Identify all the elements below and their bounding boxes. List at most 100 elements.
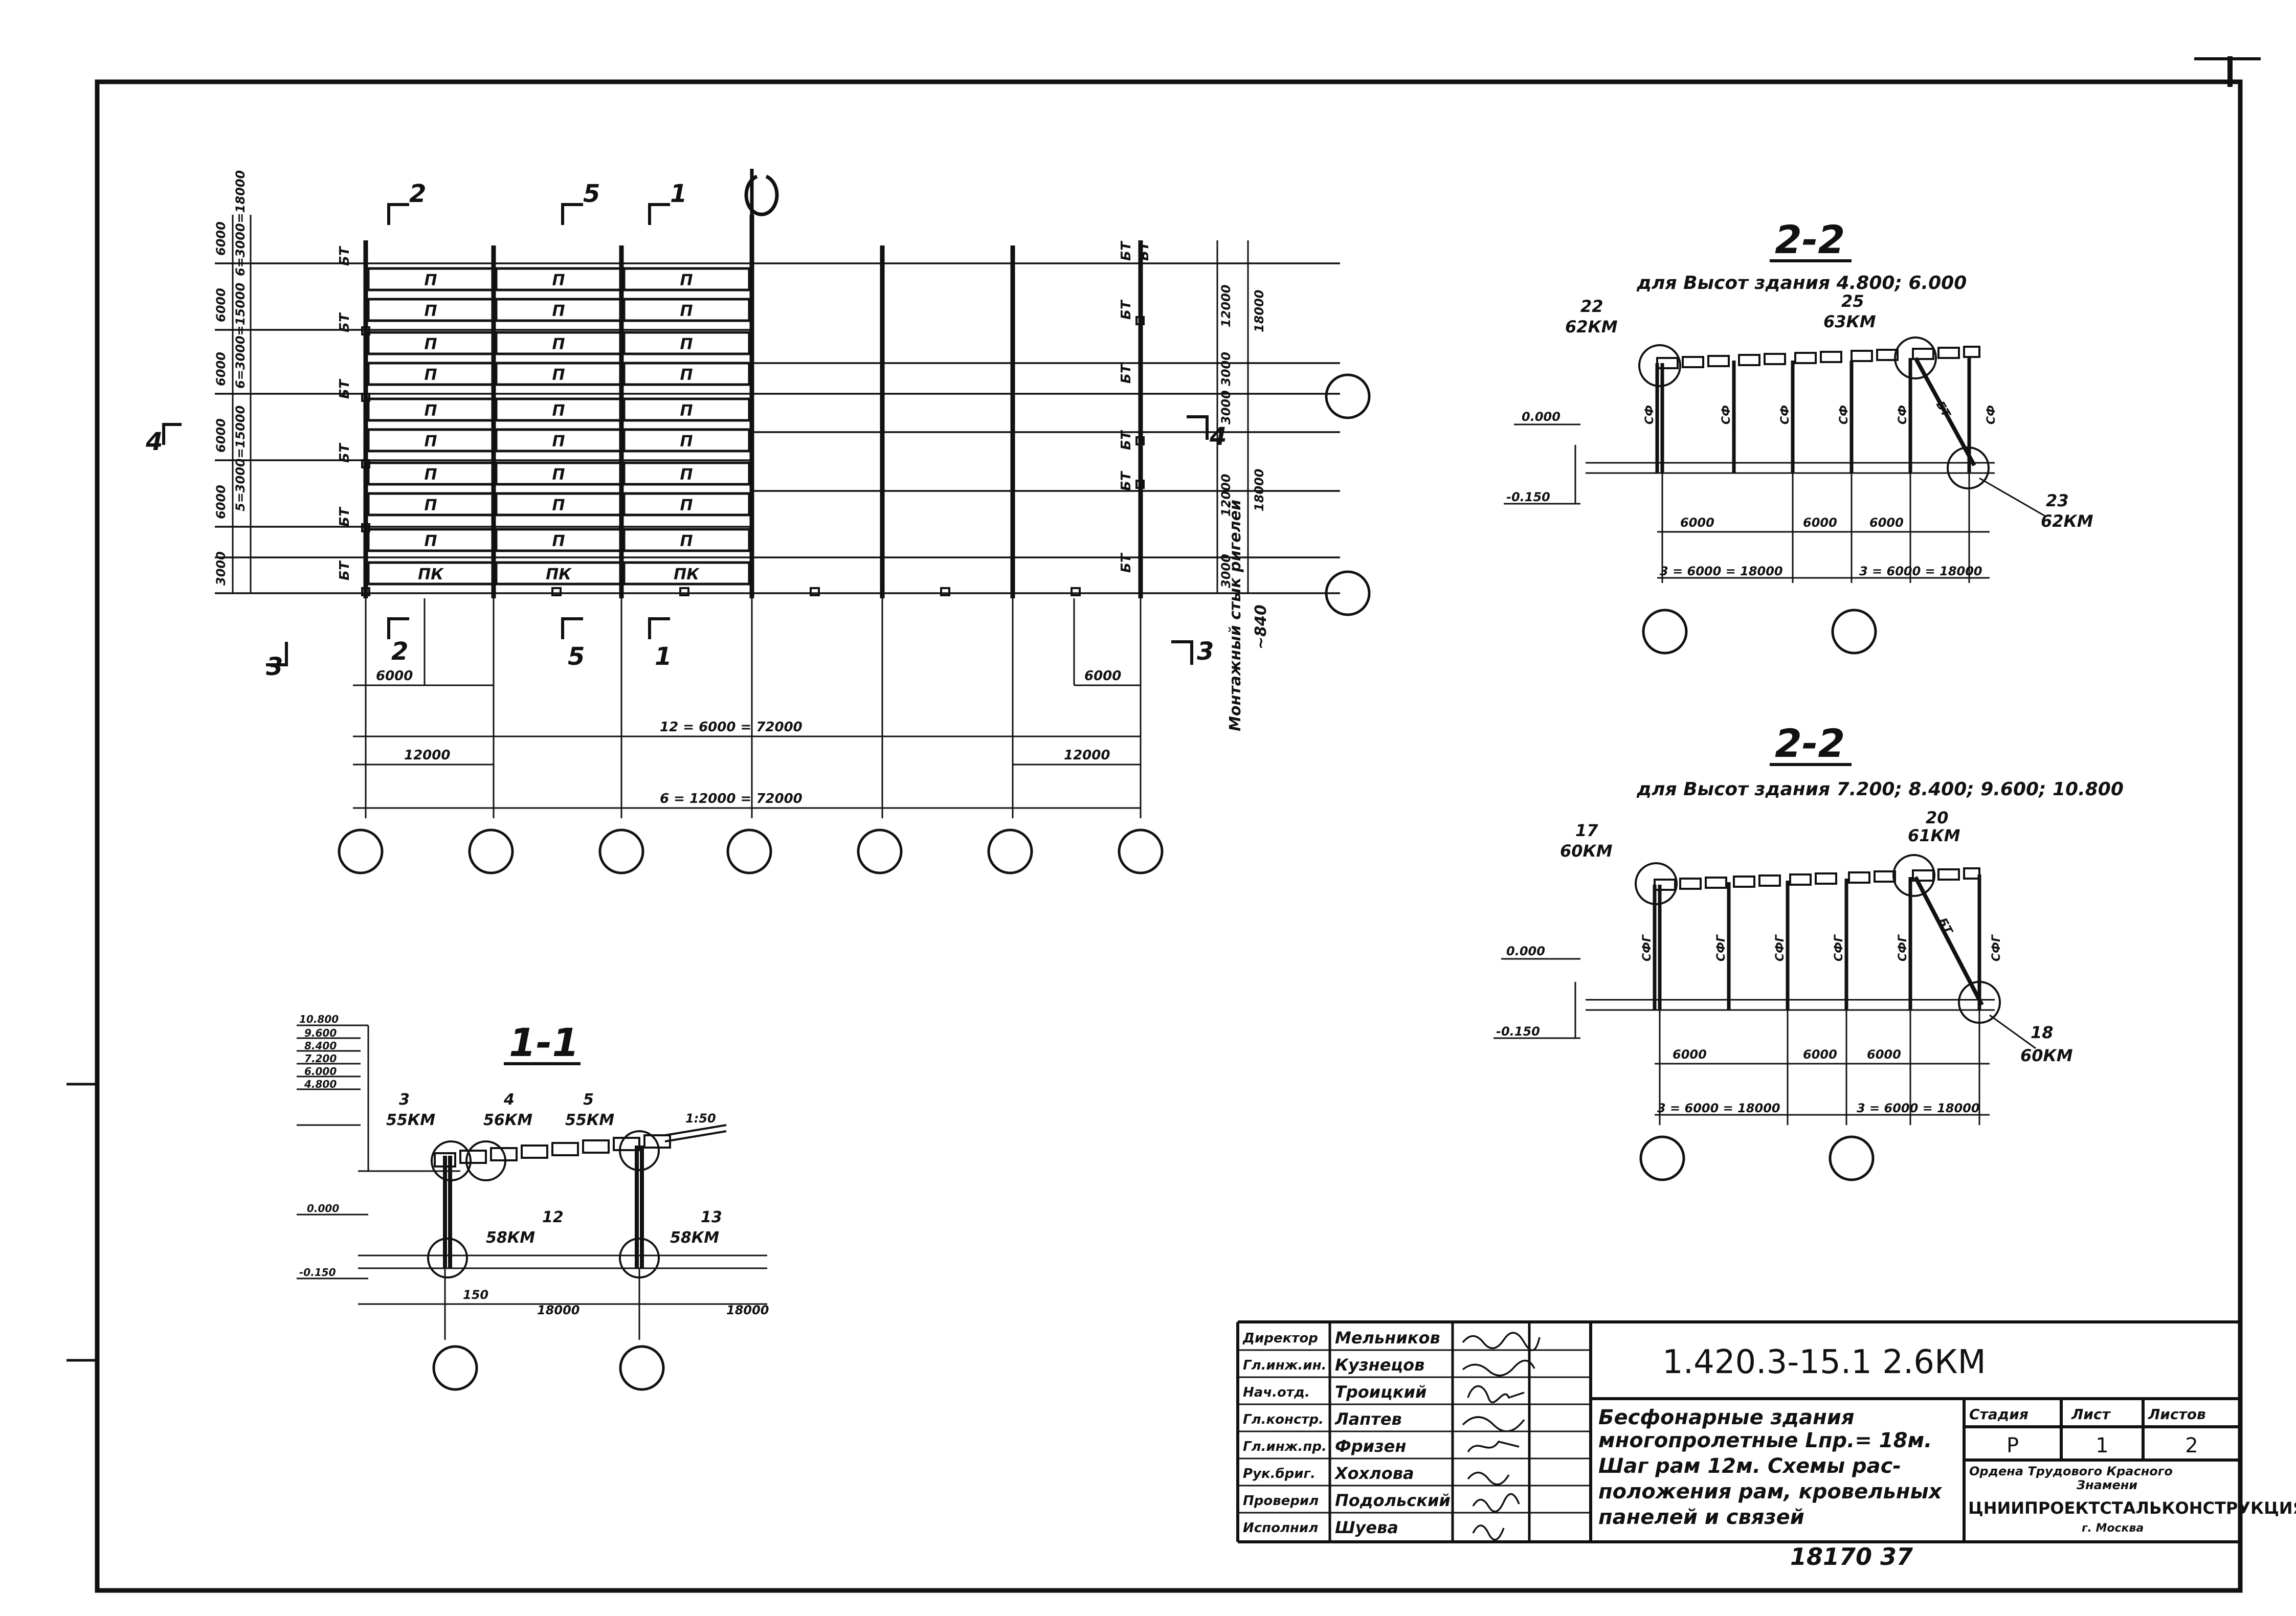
left-dim: 3000 <box>214 551 228 586</box>
level-zero: 0.000 <box>307 1202 339 1215</box>
column-label: СФ <box>1779 405 1792 424</box>
node-code: 58КМ <box>670 1229 719 1247</box>
cut-mark-label: 3 <box>1197 637 1214 666</box>
beam-label: БТ <box>1119 299 1134 320</box>
span-dim: 6000 <box>1680 515 1714 530</box>
tb-role: Гл.инж.ин. <box>1243 1358 1326 1373</box>
beam-label: БТ <box>1119 430 1134 450</box>
column-label: СФ <box>1897 405 1909 424</box>
beam-label: БТ <box>337 378 352 399</box>
span-total: 3 = 6000 = 18000 <box>1657 1101 1780 1115</box>
tb-role: Нач.отд. <box>1243 1385 1310 1400</box>
left-dim: 6000 <box>214 485 228 519</box>
tb-role: Директор <box>1242 1331 1318 1346</box>
column-label: СФГ <box>1833 934 1845 961</box>
beam-label: БТ <box>1136 240 1152 261</box>
slope: 1:50 <box>685 1111 716 1126</box>
panel-label: П <box>552 497 565 514</box>
panel-label: П <box>552 335 565 353</box>
tb-sheets-header: Листов <box>2148 1406 2206 1423</box>
tb-org-city: г. Москва <box>2082 1522 2144 1535</box>
bottom-dim: 12000 <box>404 748 450 763</box>
node-number: 12 <box>542 1208 564 1226</box>
left-group: 6=3000=15000 <box>233 283 248 389</box>
column-label: СФГ <box>1641 934 1654 961</box>
beam-label: БТ <box>337 506 352 527</box>
span-dim: 6000 <box>1867 1047 1901 1062</box>
mounting-note: Монтажный стык ригелей <box>1227 500 1244 731</box>
sheet-frame <box>95 79 2243 1593</box>
left-dim: 6000 <box>214 418 228 453</box>
tb-description: Бесфонарные здания <box>1598 1406 1855 1429</box>
node-number: 4 <box>503 1091 515 1109</box>
cut-mark-label: 5 <box>568 642 585 671</box>
right-dim: 12000 <box>1219 285 1233 328</box>
left-dim: 6000 <box>214 221 228 256</box>
panel-label: П <box>424 497 437 514</box>
tb-description: многопролетные Lпр.= 18м. <box>1598 1429 1932 1452</box>
beam-label: БТ <box>337 312 352 332</box>
tb-name: Троицкий <box>1335 1382 1426 1402</box>
level-mark: 8.400 <box>304 1040 337 1052</box>
panel-label: П <box>680 272 693 289</box>
node-code: 58КМ <box>486 1229 535 1247</box>
tb-sheet-header: Лист <box>2071 1406 2111 1423</box>
tb-role: Рук.бриг. <box>1243 1466 1316 1482</box>
right-dim: 18000 <box>1252 469 1266 512</box>
column-label: СФ <box>1985 405 1998 424</box>
panel-label: П <box>424 532 437 550</box>
node-number: 5 <box>583 1091 594 1109</box>
span-total: 3 = 6000 = 18000 <box>1859 564 1982 578</box>
framing-plan: П П П П П П П П П П П П П П П П П П П П … <box>145 169 1371 874</box>
right-dim: 3000 3000 <box>1219 352 1233 424</box>
dim-offset: 150 <box>463 1288 488 1302</box>
level-mark: 6.000 <box>304 1065 337 1078</box>
level-mark: 7.200 <box>304 1052 337 1065</box>
panel-label: П <box>680 497 693 514</box>
node-number: 18 <box>2031 1023 2054 1042</box>
bottom-dim: 6000 <box>376 668 413 684</box>
panel-label: П <box>680 302 693 320</box>
right-dim: 12000 <box>1219 474 1233 517</box>
tb-org: Знамени <box>2076 1478 2137 1492</box>
tb-org: Ордена Трудового Красного <box>1969 1464 2173 1478</box>
tb-name: Подольский <box>1335 1491 1451 1510</box>
level-minus: -0.150 <box>1496 1024 1540 1039</box>
panel-label: П <box>680 532 693 550</box>
panel-label: П <box>680 466 693 484</box>
panel-label: П <box>424 402 437 420</box>
bottom-total: 6 = 12000 = 72000 <box>660 791 803 806</box>
panel-label: П <box>680 366 693 384</box>
tb-org-name: ЦНИИПРОЕКТСТАЛЬКОНСТРУКЦИЯ <box>1968 1498 2296 1518</box>
section-subtitle: для Высот здания 4.800; 6.000 <box>1636 273 1967 294</box>
beam-label: БТ <box>337 442 352 463</box>
bottom-dim: 12000 <box>1064 748 1110 763</box>
panel-label: П <box>552 272 565 289</box>
beam-label: БТ <box>1119 470 1134 491</box>
tb-role: Гл.констр. <box>1243 1412 1324 1427</box>
tb-role: Гл.инж.пр. <box>1243 1439 1327 1454</box>
tb-name: Хохлова <box>1334 1464 1414 1483</box>
tb-name: Мельников <box>1335 1328 1440 1348</box>
column-label: СФ <box>1720 405 1733 424</box>
tb-role: Исполнил <box>1243 1520 1318 1536</box>
node-code: 61КМ <box>1908 826 1960 845</box>
beam-label: БТ <box>1119 552 1134 573</box>
node-number: 17 <box>1575 821 1598 840</box>
panel-label: П <box>552 466 565 484</box>
left-group: 6=3000=18000 <box>233 170 248 276</box>
panel-label: П <box>424 466 437 484</box>
section-2-2-b: 2-2 для Высот здания 7.200; 8.400; 9.600… <box>1493 721 2124 1181</box>
node-code: 63КМ <box>1823 312 1876 331</box>
panel-label: П <box>552 433 565 451</box>
section-2-2-a: 2-2 для Высот здания 4.800; 6.000 22 62К… <box>1504 217 2093 655</box>
column-label: СФГ <box>1774 934 1787 961</box>
left-dim: 6000 <box>214 288 228 322</box>
node-number: 22 <box>1580 297 1603 316</box>
panel-label: П <box>424 433 437 451</box>
section-1-1: 1-1 10.800 9.600 8.400 7.200 6.000 4.800… <box>297 1013 769 1391</box>
node-code: 55КМ <box>565 1111 614 1129</box>
panel-label: П <box>552 402 565 420</box>
inventory-number: 18170 37 <box>1790 1543 1913 1570</box>
cut-mark-label: 5 <box>583 179 600 208</box>
